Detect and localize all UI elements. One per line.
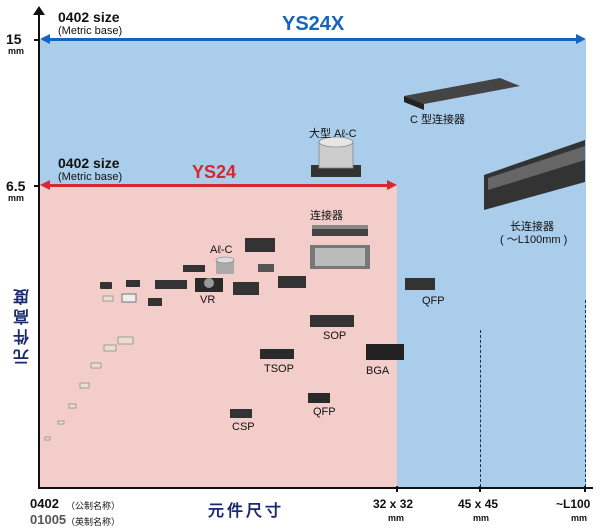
ys24-arrow-line	[48, 184, 388, 187]
qfp-big-illustration	[310, 245, 370, 269]
ys24x-min-size: 0402 size	[58, 9, 120, 25]
x-tick-32-label: 32 x 32	[373, 497, 414, 511]
x-origin-imperial-note: （英制名称）	[66, 517, 121, 527]
c-connector-illustration	[404, 78, 520, 110]
label-connector: 连接器	[310, 210, 343, 222]
ys24-arrow-right	[387, 180, 397, 190]
x-tick-100	[584, 486, 586, 492]
label-c-connector: C 型连接器	[410, 114, 465, 126]
y-unit-6-5: mm	[8, 193, 25, 203]
vr-illustration	[195, 278, 223, 292]
label-long-connector: 长连接器	[510, 221, 554, 233]
label-vr: VR	[200, 294, 216, 306]
label-qfp-right: QFP	[422, 295, 445, 307]
ys24x-arrow-left	[40, 34, 50, 44]
x-origin-imperial: 01005	[30, 512, 67, 527]
long-connector-illustration	[484, 140, 585, 210]
tick-line-45	[480, 330, 481, 487]
x-tick-100-unit: mm	[571, 513, 588, 523]
y-value-6-5: 6.5	[6, 178, 26, 194]
connector-small-illustration	[312, 225, 368, 236]
ys24-region	[40, 186, 397, 487]
label-tsop: TSOP	[264, 363, 294, 375]
x-axis-title: 元件尺寸	[208, 503, 285, 520]
label-long-connector-note: ( ～L100mm )	[500, 234, 568, 246]
x-origin-metric-note: （公制名称）	[66, 501, 121, 511]
x-tick-32	[396, 486, 398, 492]
ys24-min-size-note: (Metric base)	[58, 171, 123, 183]
x-tick-45	[479, 486, 481, 492]
label-bga: BGA	[366, 365, 390, 377]
ys24x-arrow-line	[48, 38, 578, 41]
x-tick-45-label: 45 x 45	[458, 497, 499, 511]
ys24x-arrow-right	[576, 34, 586, 44]
y-tick-6-5	[34, 185, 39, 187]
ys24-name: YS24	[192, 162, 237, 182]
x-tick-32-unit: mm	[388, 513, 405, 523]
label-sop: SOP	[323, 330, 347, 342]
ys24x-min-size-note: (Metric base)	[58, 25, 123, 37]
ys24-arrow-left	[40, 180, 50, 190]
y-unit-15: mm	[8, 46, 25, 56]
label-qfp-low: QFP	[313, 406, 336, 418]
large-al-c-illustration	[311, 136, 361, 177]
label-large-al-c: 大型 Aℓ-C	[309, 128, 357, 140]
x-tick-100-label: ~L100	[556, 497, 591, 511]
y-tick-15	[34, 39, 39, 41]
label-csp: CSP	[232, 421, 255, 433]
label-al-c: Aℓ-C	[210, 244, 233, 256]
ys24x-name: YS24X	[282, 13, 345, 35]
x-origin-metric: 0402	[30, 496, 59, 511]
y-axis-arrow	[33, 6, 45, 15]
y-axis	[38, 12, 40, 489]
chip-series	[44, 295, 134, 441]
x-axis	[38, 487, 593, 489]
x-tick-45-unit: mm	[473, 513, 490, 523]
tick-line-100	[585, 300, 586, 487]
ys24-min-size: 0402 size	[58, 155, 120, 171]
y-value-15: 15	[6, 31, 22, 47]
